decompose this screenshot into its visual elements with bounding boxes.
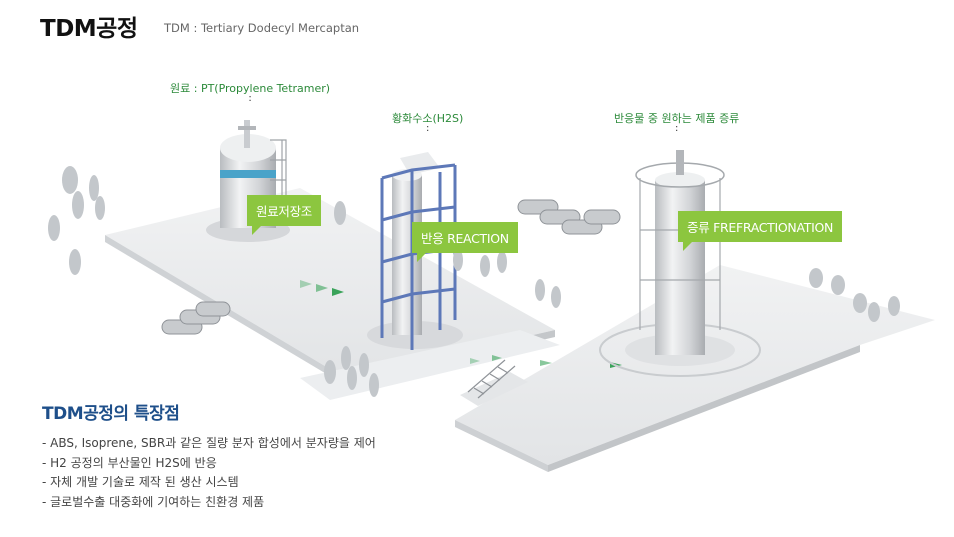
distillation-column — [599, 150, 761, 377]
features-title: TDM공정의 특장점 — [42, 404, 180, 424]
flow-arrows — [300, 280, 622, 368]
feature-item: - ABS, Isoprene, SBR과 같은 질량 분자 합성에서 분자량을… — [42, 436, 376, 450]
stairs — [467, 359, 516, 399]
h2s-callout: 황화수소(H2S) : — [392, 110, 464, 134]
product-callout: 반응물 중 원하는 제품 증류 : — [614, 110, 740, 134]
raw-material-label: 원료 : PT(Propylene Tetramer) — [170, 82, 331, 95]
feature-item: - 자체 개발 기술로 제작 된 생산 시스템 — [42, 475, 239, 489]
stage-badge-reaction: 반응 REACTION — [412, 222, 518, 262]
callout-leader: : — [425, 123, 430, 134]
page-title: TDM공정 — [40, 16, 138, 42]
tanker-trucks — [161, 199, 621, 335]
feature-item: - 글로벌수출 대중화에 기여하는 친환경 제품 — [42, 494, 265, 509]
features-list: - ABS, Isoprene, SBR과 같은 질량 분자 합성에서 분자량을… — [42, 434, 376, 512]
product-label: 반응물 중 원하는 제품 증류 — [614, 112, 740, 125]
trees — [48, 166, 900, 397]
callout-leader: : — [248, 93, 252, 104]
raw-material-callout: 원료 : PT(Propylene Tetramer) : — [170, 80, 331, 104]
h2s-label: 황화수소(H2S) — [392, 112, 464, 125]
stage-badge-storage: 원료저장조 — [247, 195, 322, 235]
feature-item: - H2 공정의 부산물인 H2S에 반응 — [42, 455, 217, 470]
storage-tank — [206, 120, 290, 242]
stage-badge-distillation: 증류 FREFRACTIONATION — [678, 211, 843, 251]
page-subtitle: TDM : Tertiary Dodecyl Mercaptan — [164, 21, 360, 35]
callout-leader: : — [674, 123, 679, 134]
